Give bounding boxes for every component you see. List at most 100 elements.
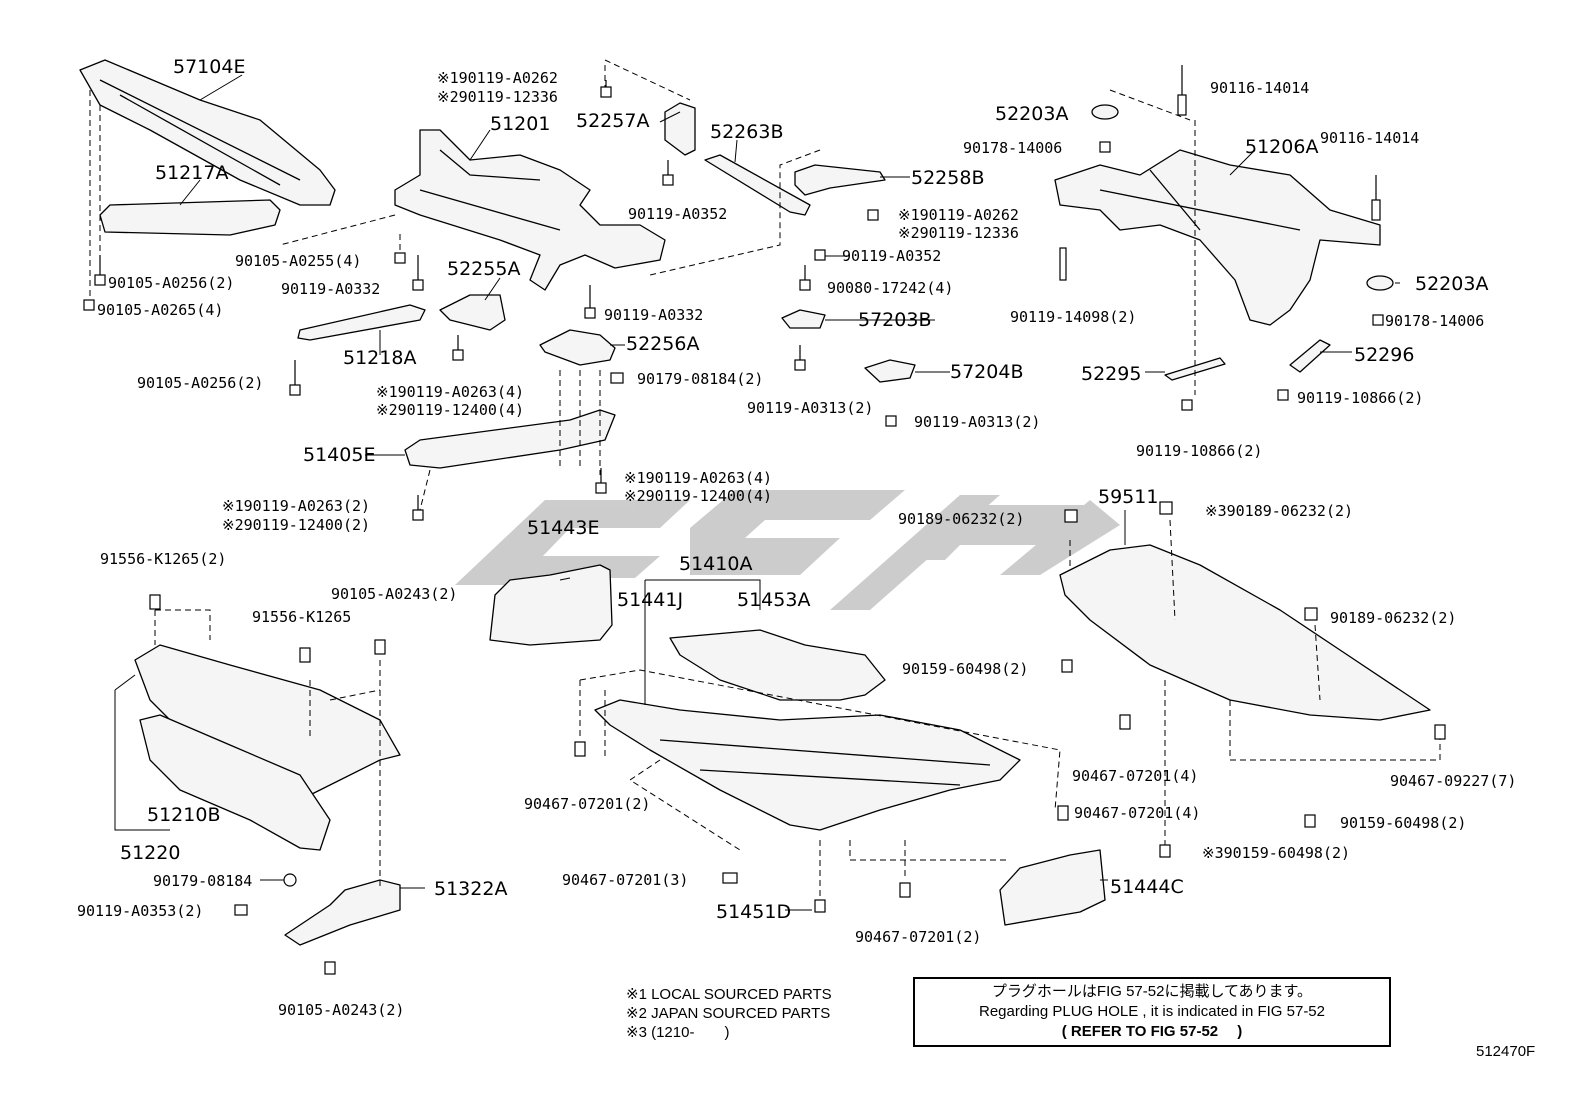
label-59511: 59511 [1098, 486, 1159, 508]
part-52296-shape [1289, 339, 1331, 373]
note-japan-sourced: ※2 JAPAN SOURCED PARTS [626, 1005, 831, 1022]
clip-icon [722, 872, 738, 884]
label-90119-A0353: 90119-A0353(2) [77, 902, 204, 920]
label-52203A-a: 52203A [995, 103, 1069, 125]
part-52258B-shape [794, 164, 886, 196]
figure-code: 512470F [1476, 1043, 1536, 1060]
label-52256A: 52256A [626, 333, 700, 355]
bolt-icon [595, 468, 607, 494]
part-51405E-shape [404, 409, 616, 469]
label-90119-A0332-b: 90119-A0332 [604, 306, 704, 324]
label-190119-A0262-a: ※190119-A0262 [437, 69, 558, 87]
bolt-icon [1159, 501, 1173, 515]
clip-icon [1434, 724, 1446, 740]
label-190119-A0262-b: ※190119-A0262 [898, 206, 1019, 224]
label-51217A: 51217A [155, 162, 229, 184]
part-57104E-shape [79, 59, 336, 206]
label-51451D: 51451D [716, 901, 792, 923]
plug-hole-notice: プラグホールはFIG 57-52に掲載してあります。 Regarding PLU… [913, 977, 1391, 1047]
label-90178-14006-a: 90178-14006 [963, 139, 1063, 157]
label-390189-06232: ※390189-06232(2) [1205, 502, 1354, 520]
bolt-icon [283, 873, 297, 887]
bolt-icon [814, 249, 826, 261]
bolt-icon [600, 80, 612, 98]
label-51405E: 51405E [303, 444, 376, 466]
note-production-date: ※3 (1210- ) [626, 1024, 730, 1041]
bolt-icon [584, 285, 596, 319]
label-90080-17242: 90080-17242(4) [827, 279, 954, 297]
bolt-icon [324, 961, 336, 975]
bolt-icon [412, 495, 424, 521]
label-90105-A0256-a: 90105-A0256(2) [108, 274, 235, 292]
part-51218A-shape [297, 304, 426, 341]
part-52255A-shape [439, 294, 506, 331]
label-90179-08184-a: 90179-08184(2) [637, 370, 764, 388]
label-390159-60498: ※390159-60498(2) [1202, 844, 1351, 862]
clip-icon [574, 741, 586, 757]
label-90467-07201-d: 90467-07201(4) [1074, 804, 1201, 822]
plug-hole-jp: プラグホールはFIG 57-52に掲載してあります。 [991, 983, 1313, 1000]
bolt-icon [234, 904, 248, 916]
bolt-icon [885, 415, 897, 427]
bolt-icon [394, 252, 406, 264]
label-51441J: 51441J [617, 589, 684, 611]
label-52263B: 52263B [710, 121, 784, 143]
label-90159-60498-a: 90159-60498(2) [902, 660, 1029, 678]
part-51443E-shape [489, 564, 613, 646]
label-52296: 52296 [1354, 344, 1415, 366]
bolt-icon [1064, 509, 1078, 523]
label-51453A: 51453A [737, 589, 811, 611]
label-90105-A0243-b: 90105-A0243(2) [278, 1001, 405, 1019]
watermark-logo [455, 490, 1120, 610]
bolt-icon [799, 265, 811, 291]
part-52295-shape [1164, 357, 1226, 381]
part-51441J-shape [594, 699, 1021, 831]
label-90116-14014-a: 90116-14014 [1210, 79, 1310, 97]
bolt-icon [867, 209, 879, 221]
label-51322A: 51322A [434, 878, 508, 900]
part-52203A-top-shape [1091, 104, 1119, 120]
bolt-icon [94, 255, 106, 286]
label-51443E: 51443E [527, 517, 600, 539]
bolt-icon [299, 647, 311, 663]
bolt-icon [1371, 175, 1381, 221]
label-90179-08184-b: 90179-08184 [153, 872, 253, 890]
part-52256A-shape [539, 329, 616, 366]
label-90119-10866-b: 90119-10866(2) [1136, 442, 1263, 460]
label-57203B: 57203B [858, 309, 932, 331]
note-local-sourced: ※1 LOCAL SOURCED PARTS [626, 986, 832, 1003]
part-57204B-shape [864, 359, 916, 383]
label-290119-12400-b: ※290119-12400(4) [624, 487, 773, 505]
label-90159-60498-b: 90159-60498(2) [1340, 814, 1467, 832]
label-90189-06232-b: 90189-06232(2) [1330, 609, 1457, 627]
bolt-icon [1372, 314, 1384, 326]
bolt-icon [1304, 814, 1316, 828]
part-52263B-shape [704, 154, 811, 216]
part-51210B-shape [139, 714, 331, 851]
label-290119-12336-a: ※290119-12336 [437, 88, 558, 106]
plug-hole-ref: ( REFER TO FIG 57-52 ) [1061, 1023, 1243, 1040]
label-90105-A0265: 90105-A0265(4) [97, 301, 224, 319]
part-57203B-shape [781, 309, 826, 329]
clip-icon [1119, 714, 1131, 730]
plug-hole-en: Regarding PLUG HOLE , it is indicated in… [979, 1003, 1325, 1020]
label-90105-A0255: 90105-A0255(4) [235, 252, 362, 270]
label-52258B: 52258B [911, 167, 985, 189]
clip-icon [1057, 805, 1069, 821]
part-51206A-shape [1054, 149, 1381, 326]
label-57104E: 57104E [173, 56, 246, 78]
label-190119-A0263-c: ※190119-A0263(2) [222, 497, 371, 515]
label-51218A: 51218A [343, 347, 417, 369]
label-90119-A0352-b: 90119-A0352 [842, 247, 942, 265]
label-90116-14014-b: 90116-14014 [1320, 129, 1420, 147]
bolt-icon [83, 299, 95, 311]
bolt-icon [1304, 607, 1318, 621]
part-51217A-shape [99, 199, 281, 236]
label-90105-A0256-b: 90105-A0256(2) [137, 374, 264, 392]
label-90467-07201-b: 90467-07201(3) [562, 871, 689, 889]
bolt-icon [374, 639, 386, 655]
label-57204B: 57204B [950, 361, 1024, 383]
label-51206A: 51206A [1245, 136, 1319, 158]
label-190119-A0263-a: ※190119-A0263(4) [376, 383, 525, 401]
label-90119-14098: 90119-14098(2) [1010, 308, 1137, 326]
